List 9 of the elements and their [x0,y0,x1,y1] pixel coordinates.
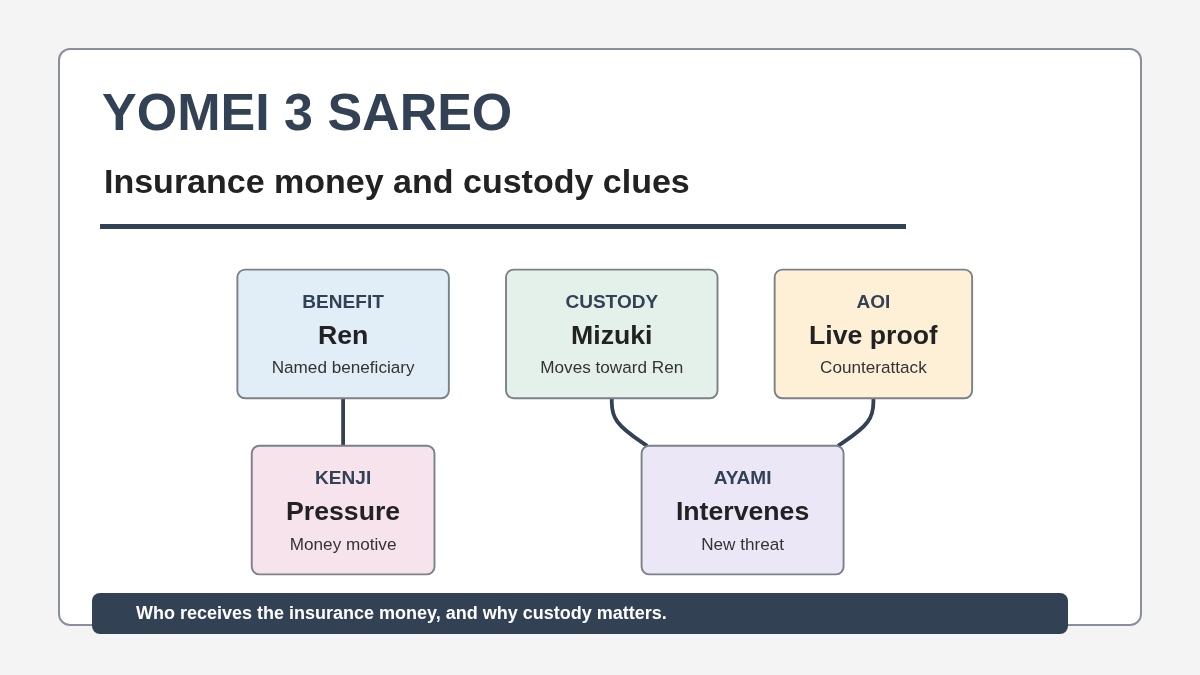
node-box: BENEFIT Ren Named beneficiary [236,268,451,400]
node-box: AOI Live proof Counterattack [773,268,974,400]
connector [341,398,346,446]
caption-banner: Who receives the insurance money, and why custody matters. [92,593,1068,634]
subtitle: Insurance money and custody clues [104,162,690,201]
node-box: AYAMI Intervenes New threat [640,444,845,576]
node-box: KENJI Pressure Money motive [251,444,436,576]
node-box: CUSTODY Mizuki Moves toward Ren [505,268,719,400]
title: YOMEI 3 SAREO [102,82,513,142]
